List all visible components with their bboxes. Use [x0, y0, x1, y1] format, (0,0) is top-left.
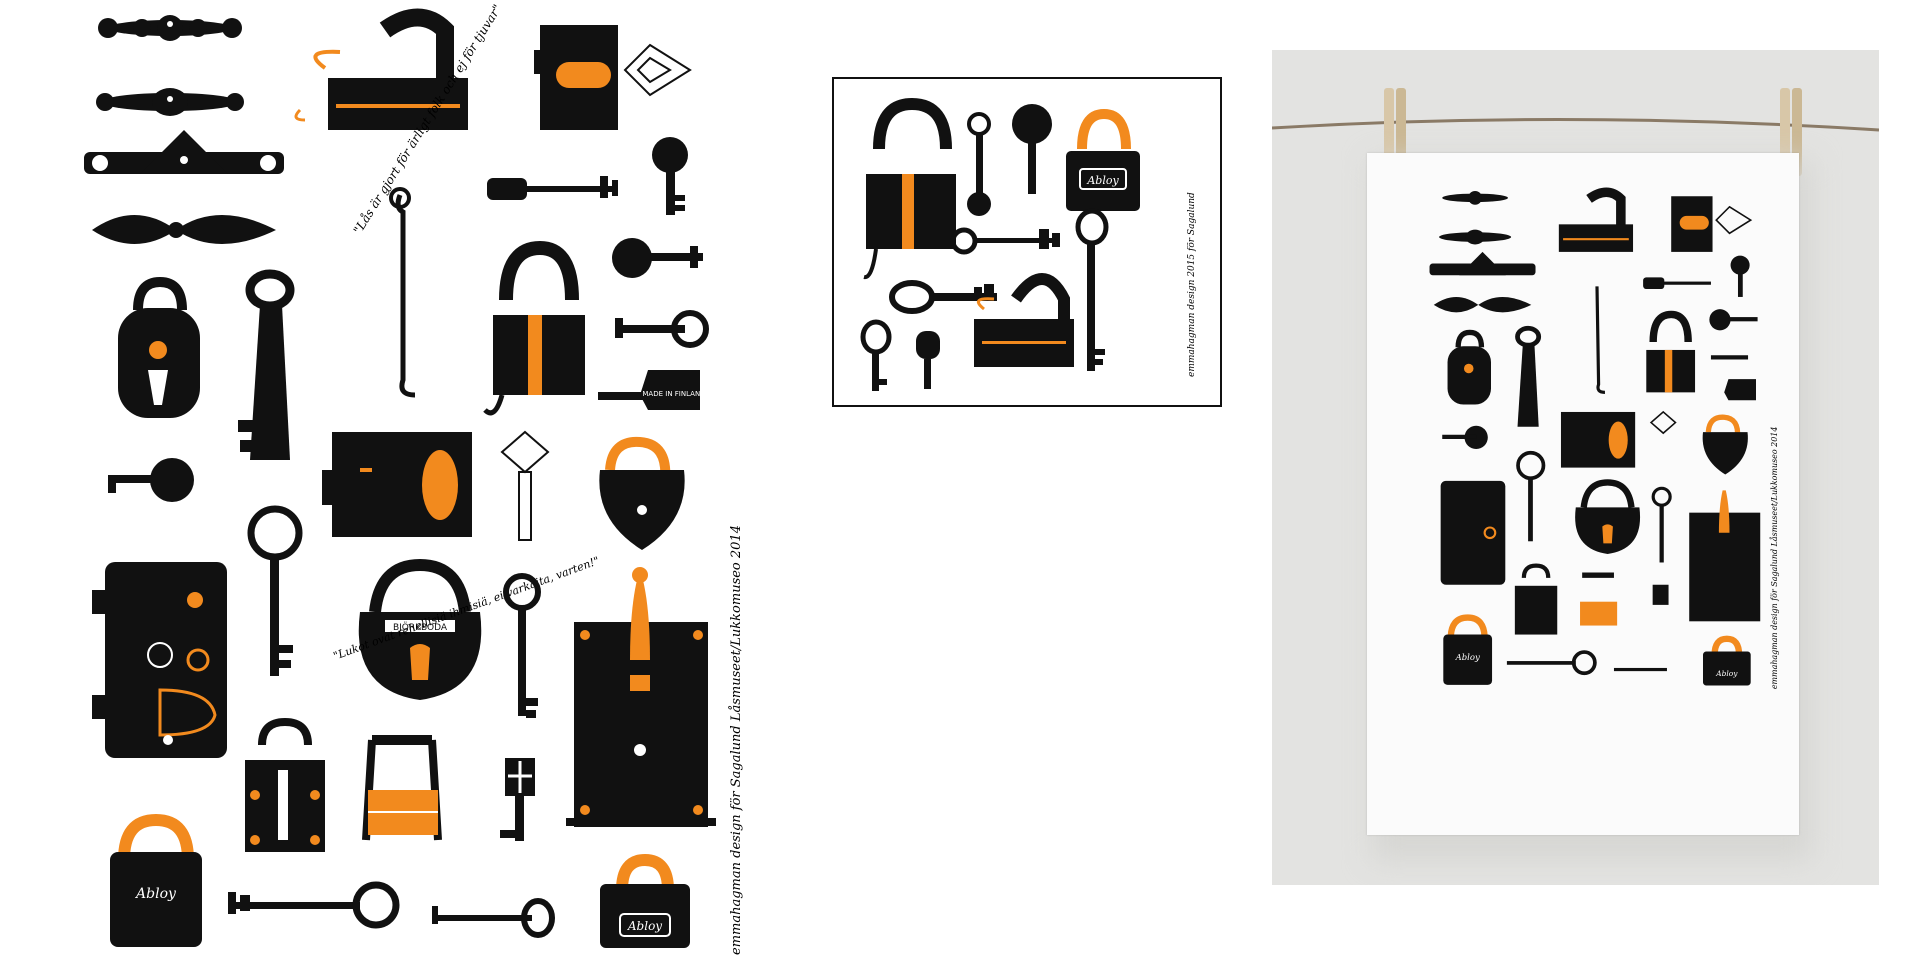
credit-towel: emmahagman design för Sagalund Låsmuseet… [1770, 427, 1779, 690]
card-artwork: Abloy [860, 97, 1197, 391]
credit-print: emmahagman design för Sagalund Låsmuseet… [728, 525, 744, 955]
key-horizontal-2-icon [612, 238, 703, 278]
tea-towel-mockup-panel: Abloy Abloy emmahagman design för Sagalu… [1272, 50, 1879, 885]
abloy-label-print-left: Abloy [134, 886, 177, 902]
abloy-label-towel-right: Abloy [1715, 669, 1738, 678]
towel-artwork: Abloy Abloy emmahagman design för Sagalu… [1429, 187, 1779, 690]
key-small-bottom-icon [432, 898, 555, 938]
key-vertical-1-icon [652, 137, 688, 215]
made-in-finland-label: MADE IN FINLAND [642, 390, 705, 398]
mortise-lock-left-icon [92, 562, 227, 758]
padlock-abloy-right-icon: Abloy [600, 853, 690, 948]
bjorkboda-label: BJÖRKBODA [393, 622, 448, 633]
card-key-4-icon [889, 280, 997, 314]
card-key-5-icon [1075, 208, 1109, 371]
abloy-label-towel-left: Abloy [1455, 652, 1480, 662]
key-horizontal-1-icon [487, 176, 618, 200]
escutcheon-fan-icon [84, 130, 284, 174]
key-vertical-2-icon [247, 505, 303, 676]
padlock-bjorkboda-icon: BJÖRKBODA [358, 558, 482, 700]
card-key-3-icon [950, 227, 1060, 255]
abloy-label-print-right: Abloy [627, 919, 662, 933]
rim-lock-center-icon [322, 432, 472, 537]
padlock-left-icon [118, 276, 200, 418]
tea-towel: Abloy Abloy emmahagman design för Sagalu… [1367, 153, 1799, 835]
padlock-abloy-left-icon: Abloy [110, 813, 202, 947]
padlock-center-icon [483, 240, 585, 416]
key-outline-icon [500, 430, 550, 541]
card-key-1-icon [967, 112, 991, 216]
card-key-2-icon [1012, 104, 1052, 194]
card-key-7-icon [916, 331, 940, 389]
card-padlock-large-icon [863, 97, 956, 280]
card-padlock-abloy-icon: Abloy [1066, 108, 1140, 211]
door-lock-top-icon [294, 8, 468, 130]
key-horizontal-3-icon [615, 310, 709, 348]
card-artwork-panel: Abloy [832, 77, 1222, 407]
small-key-left-icon [108, 458, 194, 502]
card-door-lock-icon [974, 273, 1074, 367]
box-lock-large-icon [566, 567, 716, 827]
key-long-bottom-icon [228, 881, 400, 929]
credit-card: emmahagman design 2015 för Sagalund [1187, 192, 1197, 377]
box-lock-orange-icon [534, 25, 618, 130]
card-key-6-icon [860, 319, 892, 391]
key-vertical-3-icon [503, 573, 541, 718]
escutcheon-ornate-2-icon [96, 88, 244, 116]
towel-print-scaled: Abloy Abloy emmahagman design för Sagalu… [1429, 187, 1779, 690]
print-artwork-panel: "Lås är gjort för ärligt folk och ej för… [0, 0, 780, 957]
abloy-label-card: Abloy [1086, 174, 1119, 187]
diamond-plate-icon [623, 43, 692, 97]
big-key-left-icon [238, 269, 295, 460]
key-made-in-finland-icon: MADE IN FINLAND [598, 370, 706, 410]
escutcheon-ornate-1-icon [98, 15, 242, 41]
hook-key-icon [389, 187, 416, 398]
print-artwork: "Lås är gjort för ärligt folk och ej för… [84, 2, 744, 955]
escutcheon-bow-icon [92, 215, 276, 244]
padlock-orange-shackle-icon [599, 436, 685, 550]
key-cross-icon [500, 758, 535, 841]
cage-lock-icon [362, 735, 442, 841]
padlock-small-orange-icon [245, 717, 325, 852]
